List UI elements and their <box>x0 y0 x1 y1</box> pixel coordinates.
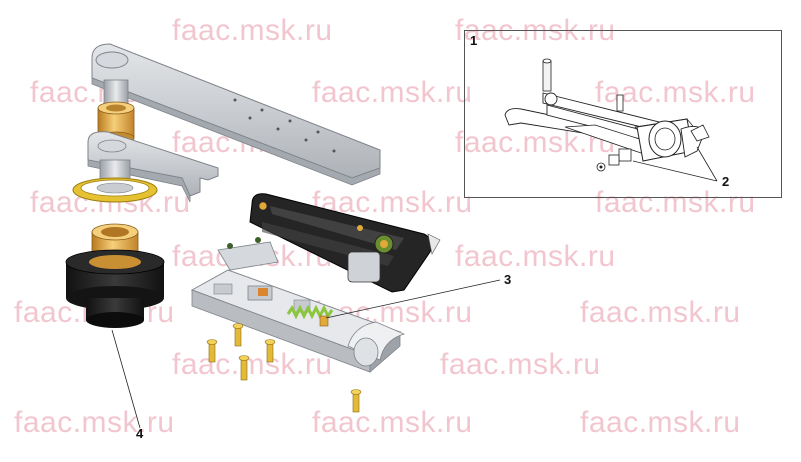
callout-3: 3 <box>504 272 512 287</box>
leader-line-4 <box>111 329 141 429</box>
small-bracket <box>217 237 279 271</box>
leader-line-2b <box>632 160 718 182</box>
link-arm-assembly <box>249 193 441 293</box>
spring <box>286 304 334 327</box>
rubber-seal <box>65 249 165 328</box>
upper-arm <box>91 43 381 186</box>
bolt <box>350 389 362 413</box>
bolt <box>238 355 250 381</box>
upper-bushing <box>97 101 135 145</box>
bolt <box>206 339 218 363</box>
ring-washer <box>72 177 158 203</box>
slide-base <box>190 269 406 373</box>
inset-frame <box>464 30 782 198</box>
leader-line-2a <box>696 146 718 182</box>
callout-1: 1 <box>470 33 478 48</box>
callout-4: 4 <box>136 426 144 441</box>
inset-drawing <box>504 58 718 182</box>
bolt <box>232 323 244 347</box>
leader-line-3 <box>325 279 501 319</box>
bolt <box>264 339 276 363</box>
callout-2: 2 <box>722 174 730 189</box>
